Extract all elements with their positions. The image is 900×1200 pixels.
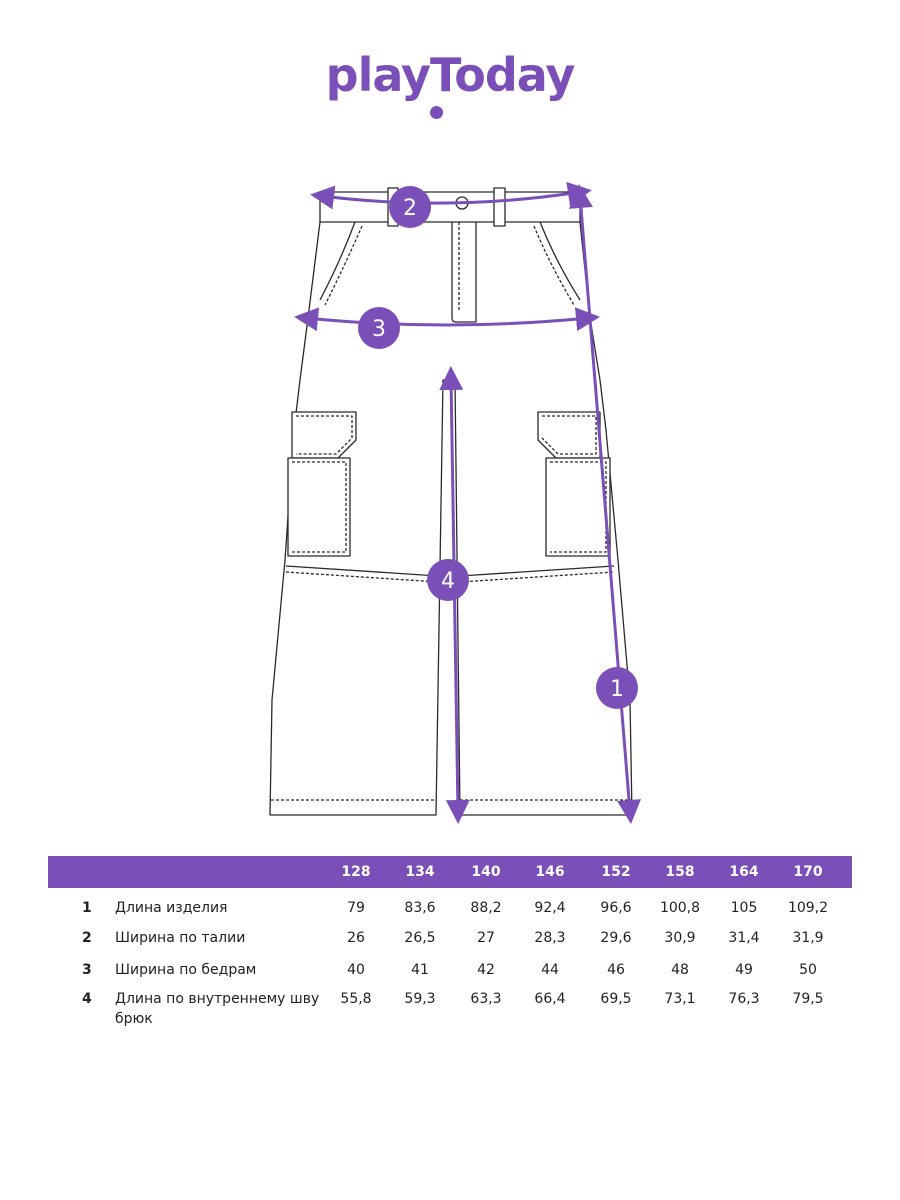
row-value: 63,3 [470, 991, 502, 1007]
size-col-152: 152 [601, 864, 631, 880]
row-number: 3 [82, 962, 92, 978]
row-value: 26 [347, 930, 365, 946]
size-col-140: 140 [471, 864, 501, 880]
marker-4: 4 [427, 559, 469, 601]
marker-4-label: 4 [441, 569, 455, 594]
row-value: 30,9 [664, 930, 696, 946]
row-value: 100,8 [659, 900, 701, 916]
brand-logo-dot [430, 106, 443, 119]
size-table-header: 128 134 140 146 152 158 164 170 [48, 856, 852, 888]
row-label: Ширина по бедрам [115, 962, 257, 978]
row-value: 55,8 [340, 991, 372, 1007]
row-label: Ширина по талии [115, 930, 246, 946]
size-col-146: 146 [535, 864, 565, 880]
marker-3-label: 3 [372, 317, 386, 342]
marker-1: 1 [596, 667, 638, 709]
row-value: 27 [477, 930, 495, 946]
row-value: 26,5 [404, 930, 436, 946]
row-number: 4 [82, 991, 92, 1007]
row-value: 66,4 [534, 991, 566, 1007]
size-col-164: 164 [729, 864, 759, 880]
row-number: 2 [82, 930, 92, 946]
row-value: 109,2 [787, 900, 829, 916]
row-value: 76,3 [728, 991, 760, 1007]
row-value: 31,9 [792, 930, 824, 946]
row-value: 105 [730, 900, 758, 916]
waist-measure-line [310, 181, 592, 210]
row-value: 83,6 [404, 900, 436, 916]
row-value: 41 [411, 962, 429, 978]
row-value: 79,5 [792, 991, 824, 1007]
row-value: 31,4 [728, 930, 760, 946]
length-measure-line [569, 184, 641, 824]
row-value: 59,3 [404, 991, 436, 1007]
row-value: 29,6 [600, 930, 632, 946]
row-value: 92,4 [534, 900, 566, 916]
row-value: 40 [347, 962, 365, 978]
row-value: 69,5 [600, 991, 632, 1007]
row-value: 96,6 [600, 900, 632, 916]
row-value: 79 [347, 900, 365, 916]
row-value: 50 [799, 962, 817, 978]
marker-3: 3 [358, 307, 400, 349]
row-value: 48 [671, 962, 689, 978]
row-value: 49 [735, 962, 753, 978]
row-value: 46 [607, 962, 625, 978]
size-col-134: 134 [405, 864, 435, 880]
pants-outline [269, 187, 633, 816]
row-value: 73,1 [664, 991, 696, 1007]
size-col-128: 128 [341, 864, 371, 880]
row-value: 88,2 [470, 900, 502, 916]
marker-2: 2 [389, 186, 431, 228]
brand-logo: playToday [325, 48, 576, 102]
row-value: 42 [477, 962, 495, 978]
row-value: 44 [541, 962, 559, 978]
row-value: 28,3 [534, 930, 566, 946]
marker-2-label: 2 [403, 196, 417, 221]
row-label: Длина по внутреннему шву брюк [115, 991, 320, 1027]
marker-1-label: 1 [610, 677, 624, 702]
size-col-158: 158 [665, 864, 695, 880]
pants-technical-drawing: 2 3 4 1 [269, 181, 641, 824]
row-label: Длина изделия [115, 900, 228, 916]
row-number: 1 [82, 900, 92, 916]
size-col-170: 170 [793, 864, 823, 880]
hip-measure-line [294, 307, 600, 332]
